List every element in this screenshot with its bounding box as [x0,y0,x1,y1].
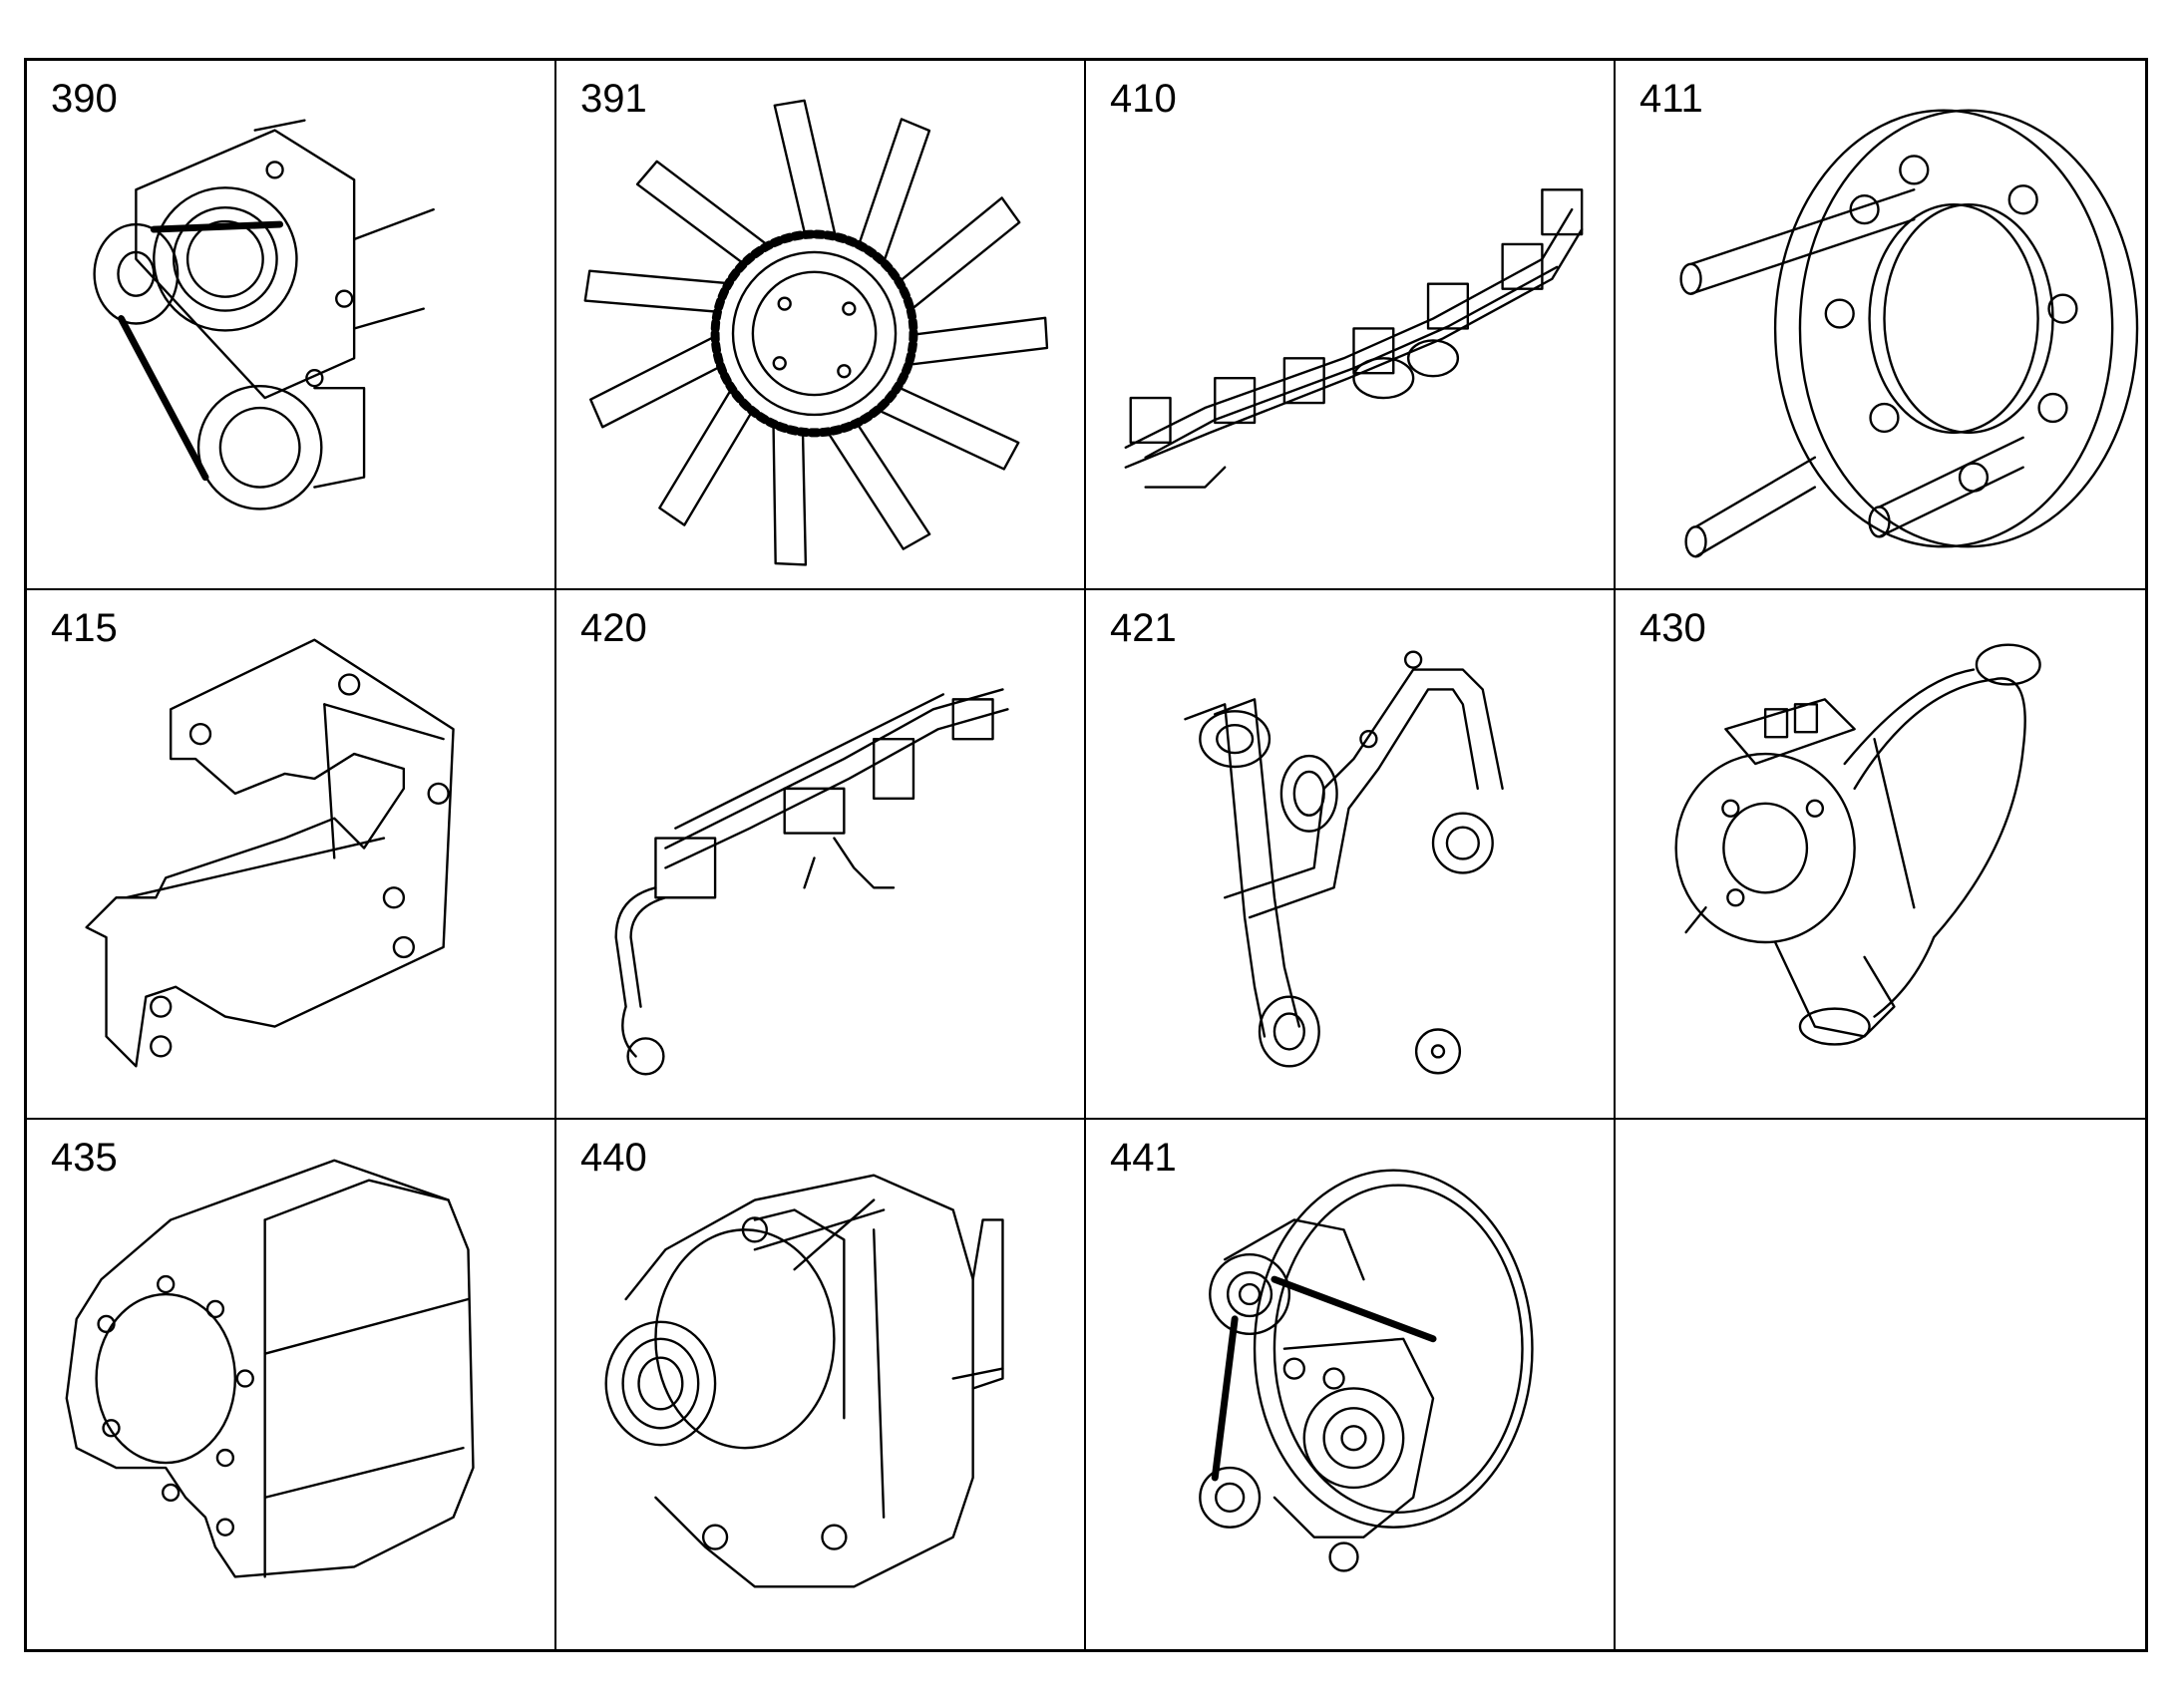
part-number: 440 [580,1136,647,1180]
part-number: 410 [1110,77,1177,121]
part-cell-421[interactable]: 421 [1086,590,1616,1120]
part-cell-430[interactable]: 430 [1616,590,2145,1120]
part-number: 411 [1639,77,1703,121]
flywheel-housing-spacer-icon [65,1159,475,1578]
part-number: 391 [580,77,647,121]
turbocharger-icon [1674,643,2041,1046]
alternator-icon [604,1174,1004,1588]
flange-adapter-with-studs-icon [1679,109,2139,558]
part-number: 441 [1110,1136,1177,1180]
part-cell-410[interactable]: 410 [1086,61,1616,590]
part-cell-435[interactable]: 435 [27,1120,556,1649]
part-cell-390[interactable]: 390 [27,61,556,590]
belt-drive-pulley-assembly-icon [93,119,435,511]
part-cell-391[interactable]: 391 [556,61,1086,590]
part-cell-415[interactable]: 415 [27,590,556,1120]
part-number: 421 [1110,606,1177,650]
coolant-pipe-icon [1184,650,1504,1075]
part-cell-411[interactable]: 411 [1616,61,2145,590]
part-cell-420[interactable]: 420 [556,590,1086,1120]
parts-grid: 390 391 [24,58,2148,1652]
part-number: 435 [51,1136,118,1180]
part-number: 430 [1639,606,1706,650]
part-cell-440[interactable]: 440 [556,1120,1086,1649]
part-cell-441[interactable]: 441 [1086,1120,1616,1649]
heat-shield-bracket-icon [85,638,455,1068]
cooling-fan-icon [578,99,1052,571]
fuel-rail-harness-icon [614,688,1009,1076]
belt-tensioner-assembly-icon [1199,1169,1534,1572]
empty-cell [1616,1120,2145,1649]
part-number: 415 [51,606,118,650]
part-number: 390 [51,77,118,121]
part-number: 420 [580,606,647,650]
exhaust-manifold-icon [1124,188,1584,489]
